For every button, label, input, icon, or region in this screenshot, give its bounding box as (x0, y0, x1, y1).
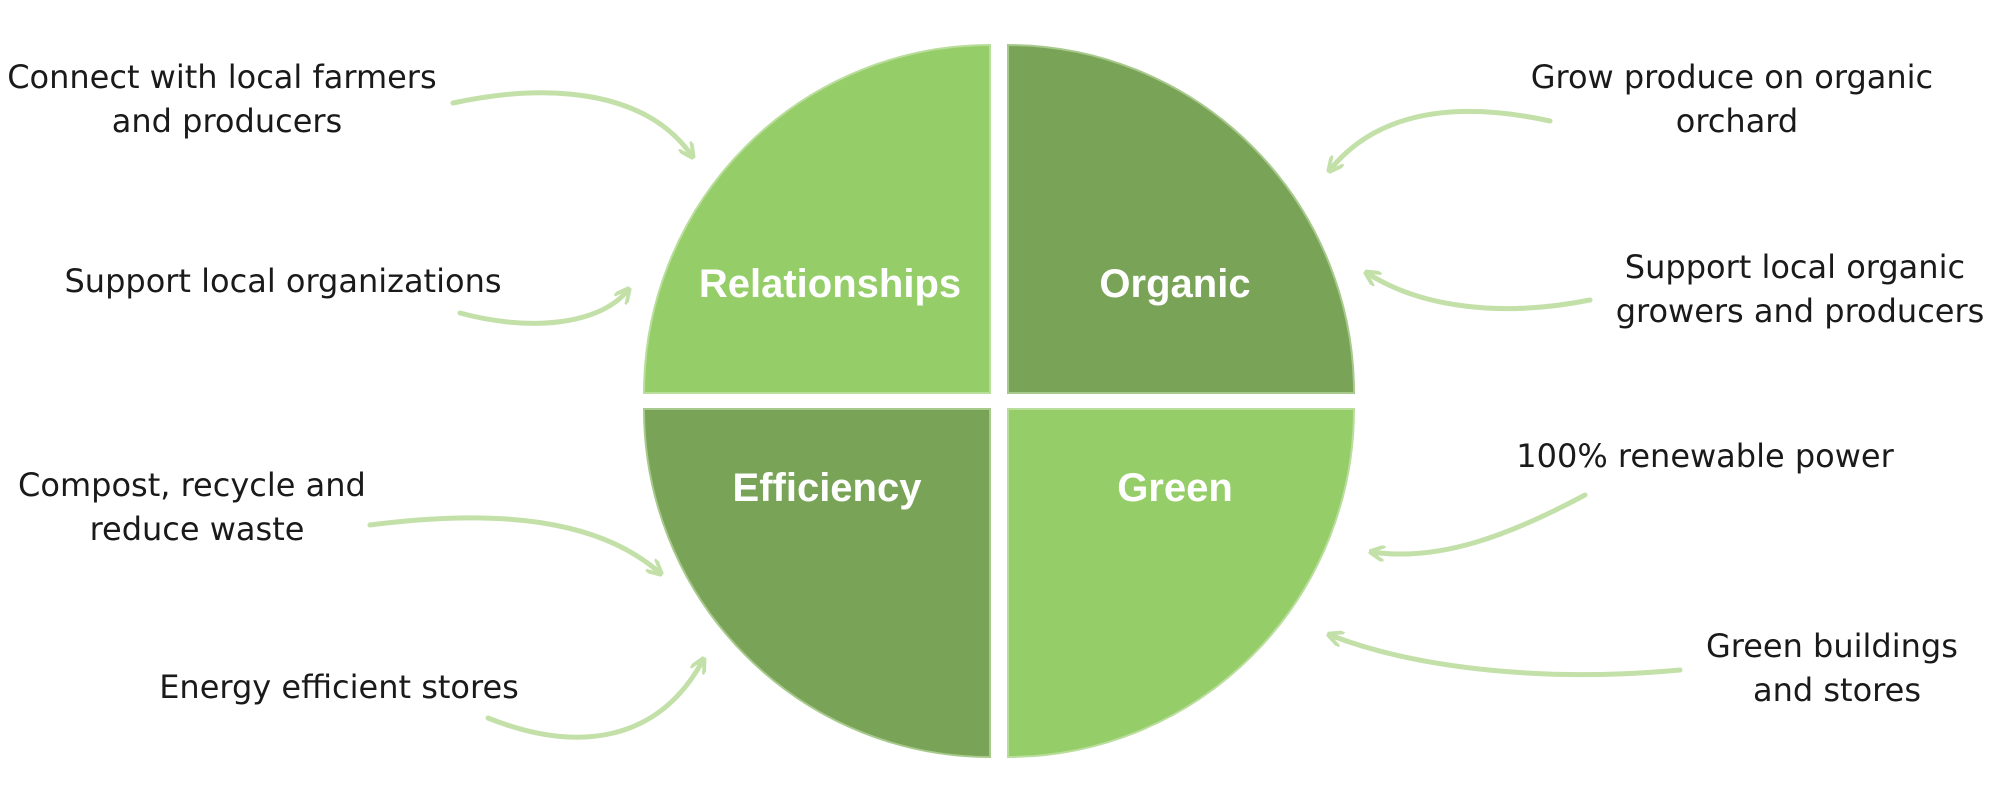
label-green: Green (1117, 466, 1233, 510)
annotation-renewable-power: 100% renewable power (1516, 437, 1894, 475)
label-relationships: Relationships (699, 262, 961, 306)
annotation-energy-efficient: Energy efficient stores (159, 668, 519, 706)
arrow-renewable-power (1372, 492, 1588, 554)
quadrant-relationships (642, 43, 991, 394)
quadrant-organic (1007, 43, 1356, 394)
label-efficiency: Efficiency (733, 466, 923, 510)
annotation-green-buildings: Green buildings and stores (1706, 627, 1968, 709)
annotation-support-local-orgs: Support local organizations (64, 262, 501, 300)
arrow-connect-farmers (450, 90, 692, 156)
annotation-grow-produce: Grow produce on organic orchard (1531, 58, 1944, 140)
arrow-green-buildings (1330, 635, 1683, 678)
annotation-connect-farmers: Connect with local farmers and producers (7, 58, 447, 140)
annotation-support-organic-growers: Support local organic growers and produc… (1616, 248, 1985, 330)
arrow-support-local-orgs (457, 290, 628, 326)
arrow-support-organic-growers (1367, 273, 1593, 312)
annotation-compost-recycle: Compost, recycle and reduce waste (18, 466, 376, 548)
quadrant-green (1007, 408, 1356, 759)
label-organic: Organic (1099, 262, 1250, 306)
arrow-grow-produce (1330, 109, 1553, 170)
arrow-compost-recycle (367, 515, 660, 573)
quadrant-efficiency (642, 408, 991, 759)
arrow-energy-efficient (485, 660, 703, 740)
